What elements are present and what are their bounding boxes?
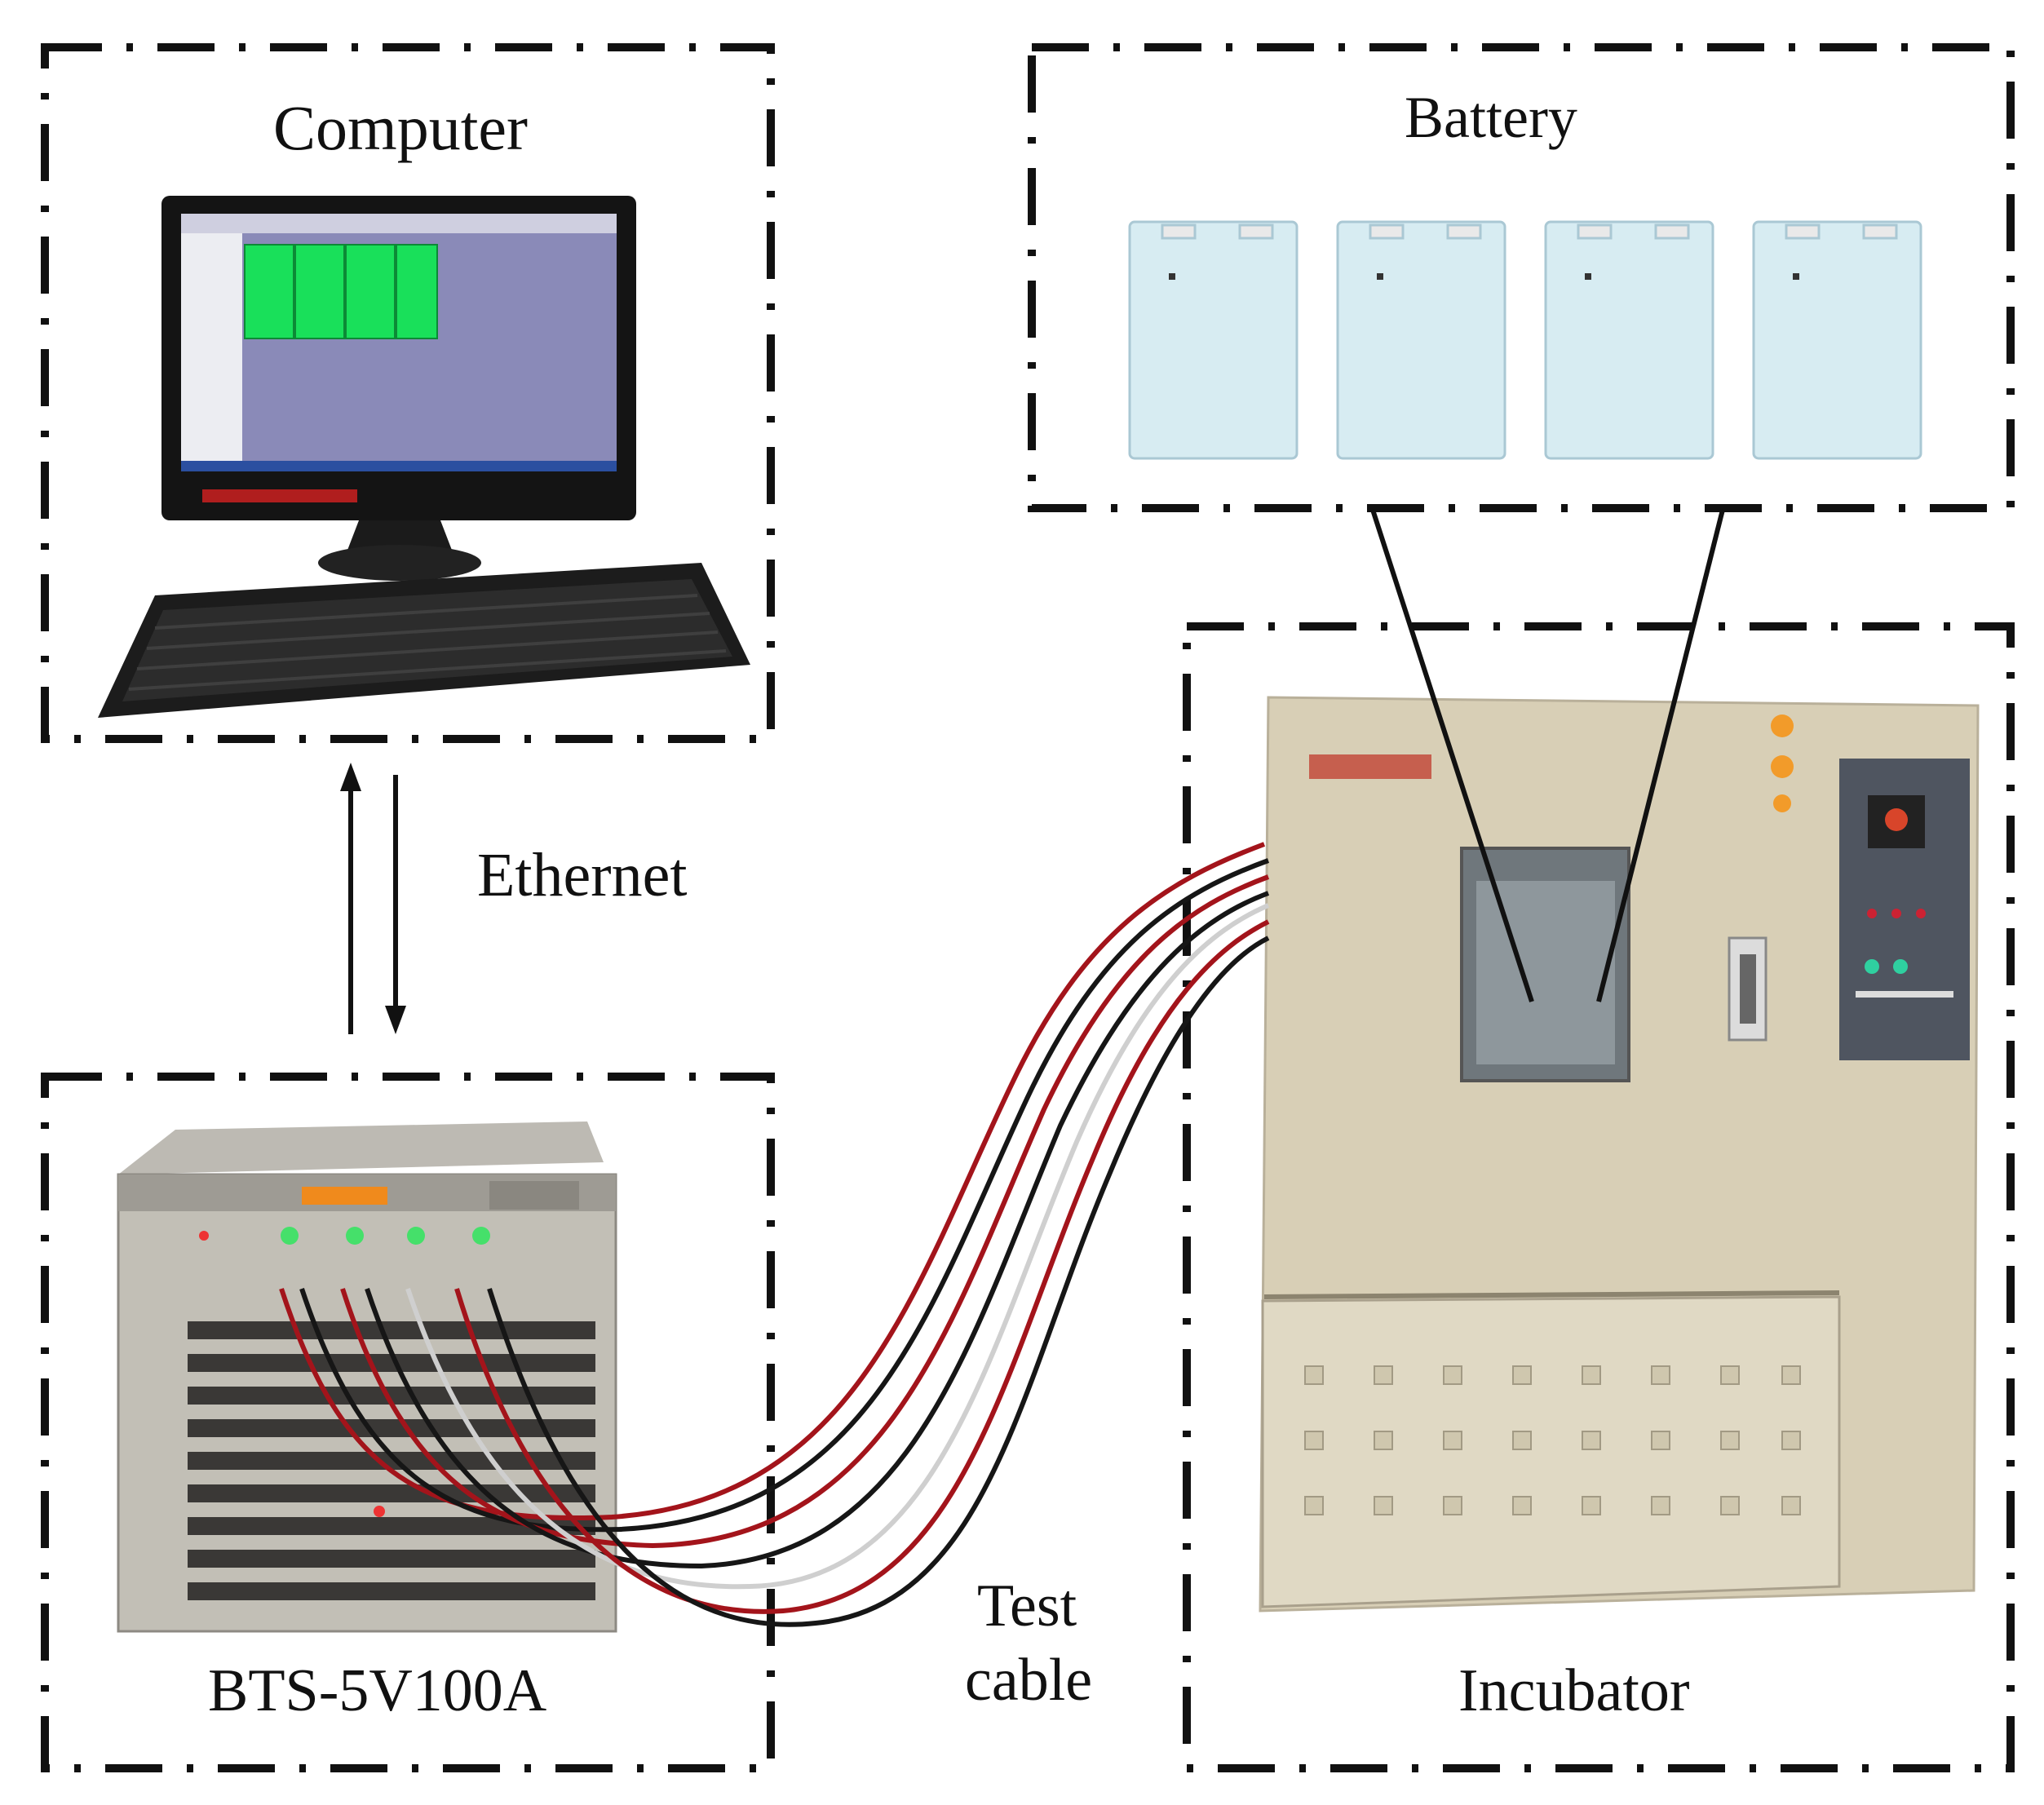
test-cable-label-line1: Test — [977, 1573, 1077, 1639]
incubator-illustration — [1259, 696, 1980, 1613]
incubator-frame — [1183, 622, 2015, 1772]
battery-label: Battery — [1405, 85, 1577, 150]
battery-cell — [1752, 220, 1922, 460]
ethernet-arrows — [340, 763, 406, 1034]
battery-cell — [1336, 220, 1506, 460]
bts-frame — [41, 1073, 775, 1772]
computer-frame — [41, 43, 775, 743]
incubator-label: Incubator — [1458, 1657, 1690, 1724]
battery-cell — [1128, 220, 1299, 460]
battery-cells — [1128, 220, 1922, 460]
battery-frame — [1028, 43, 2015, 512]
battery-cell — [1544, 220, 1714, 460]
computer-illustration — [98, 196, 750, 718]
bts-label: BTS-5V100A — [208, 1657, 547, 1724]
computer-label: Computer — [273, 92, 528, 163]
ethernet-label: Ethernet — [477, 841, 688, 909]
test-cables — [279, 842, 1270, 1627]
battery-leads — [1370, 509, 1725, 1002]
bts-tester-illustration — [117, 1121, 617, 1633]
test-cable-label-line2: cable — [965, 1647, 1093, 1714]
